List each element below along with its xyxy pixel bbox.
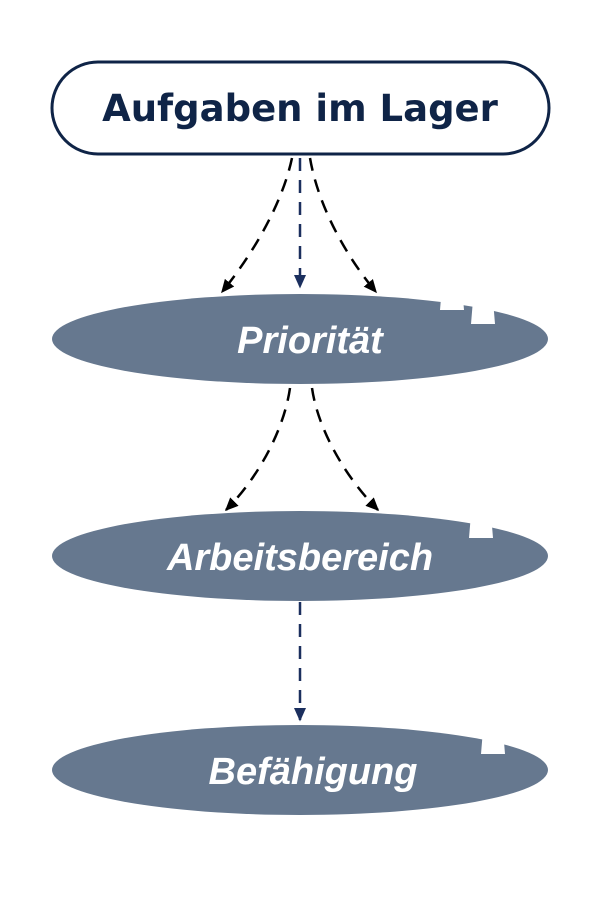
level-label-work-area: Arbeitsbereich <box>166 537 433 579</box>
arrows-priority-to-area <box>224 387 380 512</box>
level-label-priority: Priorität <box>237 320 384 362</box>
level-work-area: Arbeitsbereich <box>52 511 548 601</box>
level-priority: Priorität <box>52 294 548 384</box>
diagram-title: Aufgaben im Lager <box>102 87 499 130</box>
level-label-qualification: Befähigung <box>209 751 418 793</box>
level-qualification: Befähigung <box>52 725 548 815</box>
title-box: Aufgaben im Lager <box>50 60 551 156</box>
arrows-title-to-priority <box>221 157 377 294</box>
